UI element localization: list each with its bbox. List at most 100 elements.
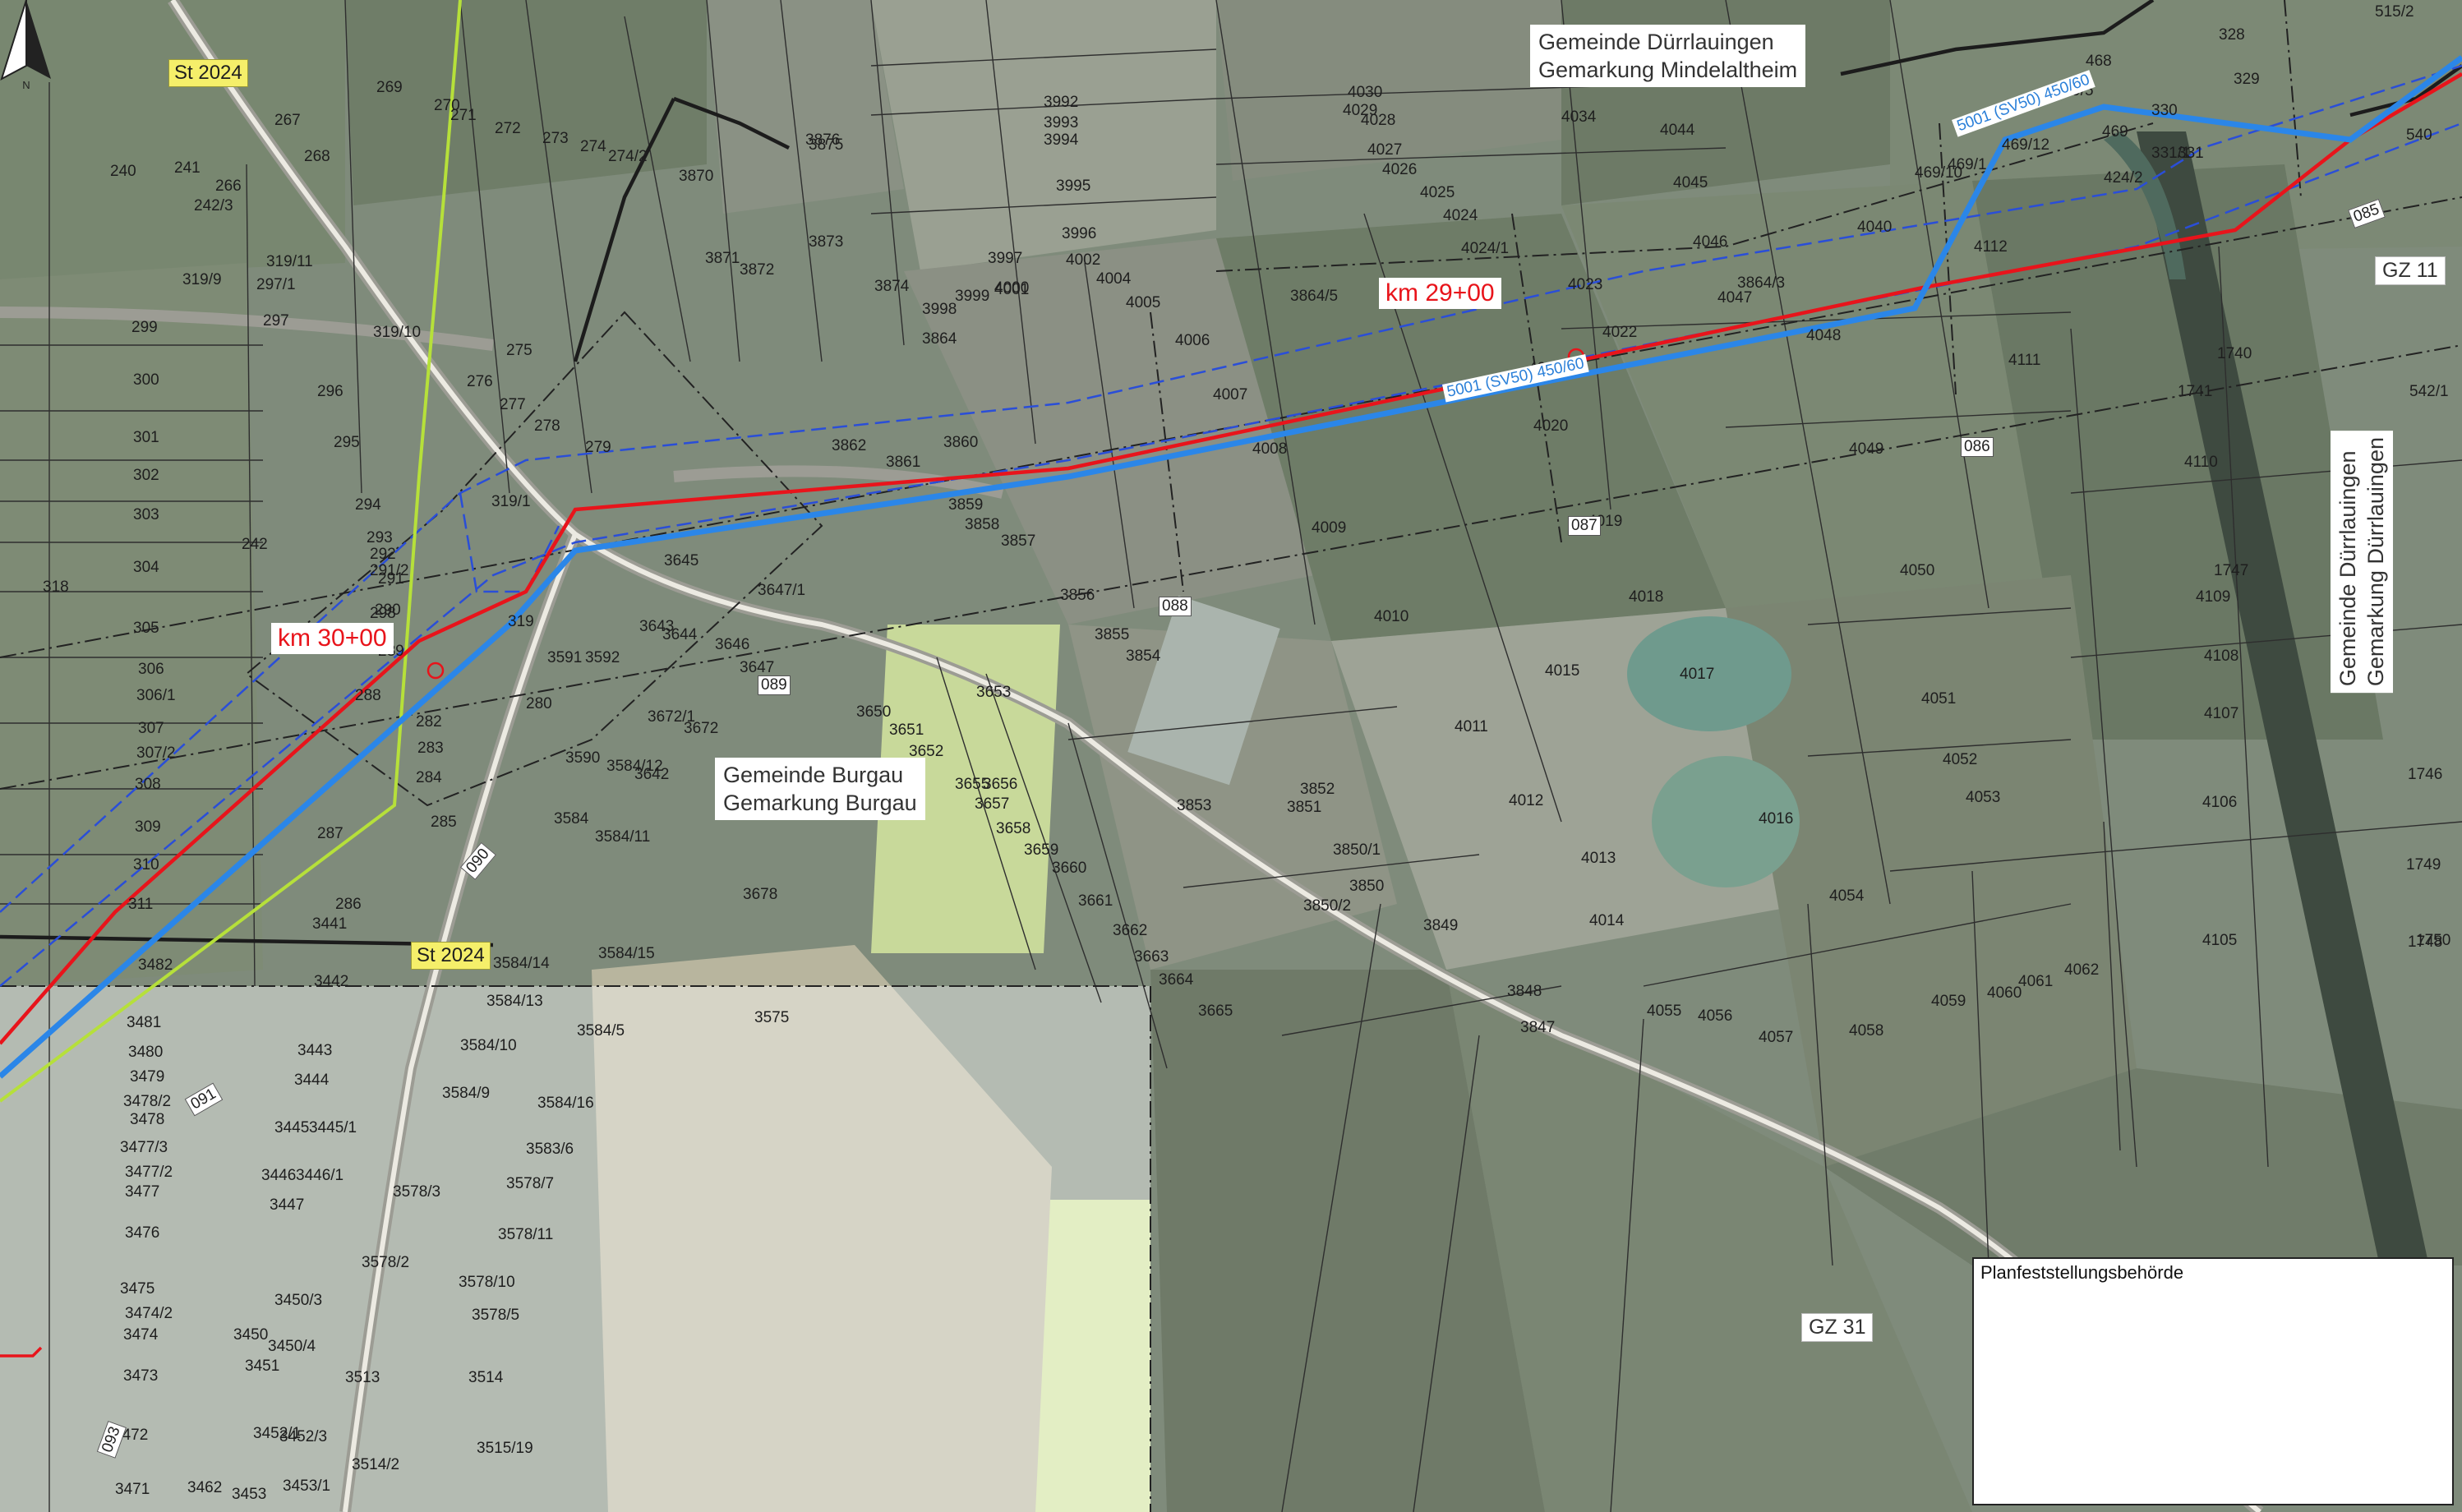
parcel-number: 3653 (976, 684, 1011, 701)
parcel-number: 469 (2102, 123, 2128, 141)
station-086: 086 (1961, 437, 1994, 457)
parcel-number: 3661 (1078, 892, 1113, 910)
parcel-number: 4001 (994, 281, 1029, 298)
parcel-number: 3447 (270, 1196, 304, 1214)
parcel-number: 4112 (1974, 238, 2008, 256)
parcel-number: 1749 (2406, 856, 2441, 874)
existing-pipeline[interactable] (0, 55, 2462, 1079)
parcel-number: 3658 (996, 820, 1030, 837)
parcel-number: 3584/14 (493, 955, 550, 972)
parcel-number: 300 (133, 371, 159, 389)
parcel-number: 4059 (1931, 993, 1966, 1010)
parcel-number: 3445 (274, 1119, 309, 1136)
parcel-number: 4015 (1545, 662, 1579, 680)
parcel-number: 303 (133, 506, 159, 523)
parcel-number: 4060 (1987, 984, 2022, 1002)
parcel-number: 4040 (1857, 219, 1892, 236)
parcel-number: 3441 (312, 915, 347, 933)
parcel-number: 3442 (314, 973, 348, 990)
road-label-gz-11: GZ 11 (2375, 256, 2446, 285)
parcel-number: 469/12 (2002, 136, 2049, 154)
parcel-number: 3664 (1159, 971, 1194, 989)
parcel-number: 3584/12 (606, 758, 663, 775)
parcel-number: 3591 (547, 649, 582, 666)
parcel-number: 4054 (1829, 887, 1865, 905)
parcel-number: 3870 (679, 168, 713, 185)
parcel-number: 266 (215, 177, 242, 195)
parcel-number: 3575 (754, 1009, 789, 1026)
parcel-number: 306/1 (136, 687, 176, 704)
parcel-number: 4048 (1806, 327, 1841, 344)
parcel-number: 1741 (2178, 383, 2212, 400)
parcel-number: 3859 (948, 496, 983, 514)
parcel-number: 4020 (1533, 417, 1568, 435)
parcel-number: 3672 (684, 720, 718, 737)
north-arrow-icon: N (0, 0, 51, 90)
parcel-number: 3864/3 (1737, 274, 1785, 292)
parcel-number: 268 (304, 148, 330, 165)
parcel-number: 4055 (1647, 1003, 1681, 1020)
parcel-number: 4009 (1312, 519, 1346, 537)
parcel-number: 329 (2234, 71, 2260, 88)
parcel-number: 4047 (1717, 289, 1752, 307)
parcel-number: 4050 (1900, 562, 1934, 579)
parcel-number: 4057 (1759, 1029, 1793, 1046)
parcel-number: 3450/3 (274, 1292, 322, 1309)
map-faded-area (0, 986, 1150, 1512)
parcel-number: 3861 (886, 454, 920, 471)
parcel-number: 328 (2219, 26, 2245, 44)
parcel-number: 3584/9 (442, 1085, 490, 1102)
parcel-number: 3584/5 (577, 1022, 625, 1040)
municipality-name: Gemeinde Dürrlauingen (1538, 30, 1774, 54)
parcel-number: 3475 (120, 1280, 154, 1298)
parcel-number: 4022 (1602, 324, 1637, 341)
parcel-number: 3476 (125, 1224, 159, 1242)
parcel-number: 4106 (2202, 794, 2237, 811)
parcel-number: 1748 (2408, 933, 2442, 951)
parcel-number: 4013 (1581, 850, 1616, 867)
parcel-number: 274 (580, 138, 606, 155)
station-089: 089 (758, 675, 791, 695)
parcel-number: 3659 (1024, 841, 1058, 859)
parcel-number: 292 (370, 546, 396, 563)
parcel-number: 4049 (1849, 440, 1883, 458)
parcel-number: 3578/7 (506, 1175, 554, 1192)
parcel-number: 4005 (1126, 294, 1160, 311)
parcel-number: 3479 (130, 1068, 164, 1086)
parcel-number: 3663 (1134, 948, 1169, 966)
parcel-number: 3444 (294, 1072, 330, 1089)
parcel-number: 307/2 (136, 744, 176, 762)
parcel-number: 299 (131, 319, 158, 336)
parcel-number: 3584/15 (598, 945, 655, 962)
parcel-number: 3445/1 (309, 1119, 357, 1136)
parcel-number: 3655 (955, 776, 989, 793)
parcel-number: 298 (370, 605, 396, 622)
parcel-number: 301 (133, 429, 159, 446)
parcel-number: 310 (133, 856, 159, 874)
parcel-number: 3665 (1198, 1003, 1233, 1020)
parcel-number: 3875 (809, 136, 843, 154)
parcel-number: 277 (500, 396, 526, 413)
parcel-number: 3652 (909, 743, 943, 760)
parcel-number: 3995 (1056, 177, 1090, 195)
authority-stamp-box: Planfeststellungsbehörde (1972, 1257, 2454, 1505)
parcel-number: 4024 (1443, 207, 1478, 224)
parcel-number: 3583/6 (526, 1141, 574, 1158)
parcel-number: 3590 (565, 749, 600, 767)
planned-pipeline[interactable] (0, 72, 2462, 1045)
parcel-number: 3849 (1423, 917, 1458, 934)
parcel-number: 319/9 (182, 271, 222, 288)
parcel-number: 3514 (468, 1369, 504, 1386)
parcel-number: 3514/2 (352, 1456, 399, 1473)
parcel-number: 3860 (943, 434, 978, 451)
parcel-number: 3473 (123, 1367, 158, 1385)
parcel-number: 3850/1 (1333, 841, 1381, 859)
parcel-number: 4025 (1420, 184, 1455, 201)
parcel-number: 3852 (1300, 781, 1335, 798)
parcel-number: 4014 (1589, 912, 1625, 929)
parcel-number: 4034 (1561, 108, 1597, 126)
parcel-number: 3998 (922, 301, 957, 318)
parcel-number: 3584 (554, 810, 589, 827)
